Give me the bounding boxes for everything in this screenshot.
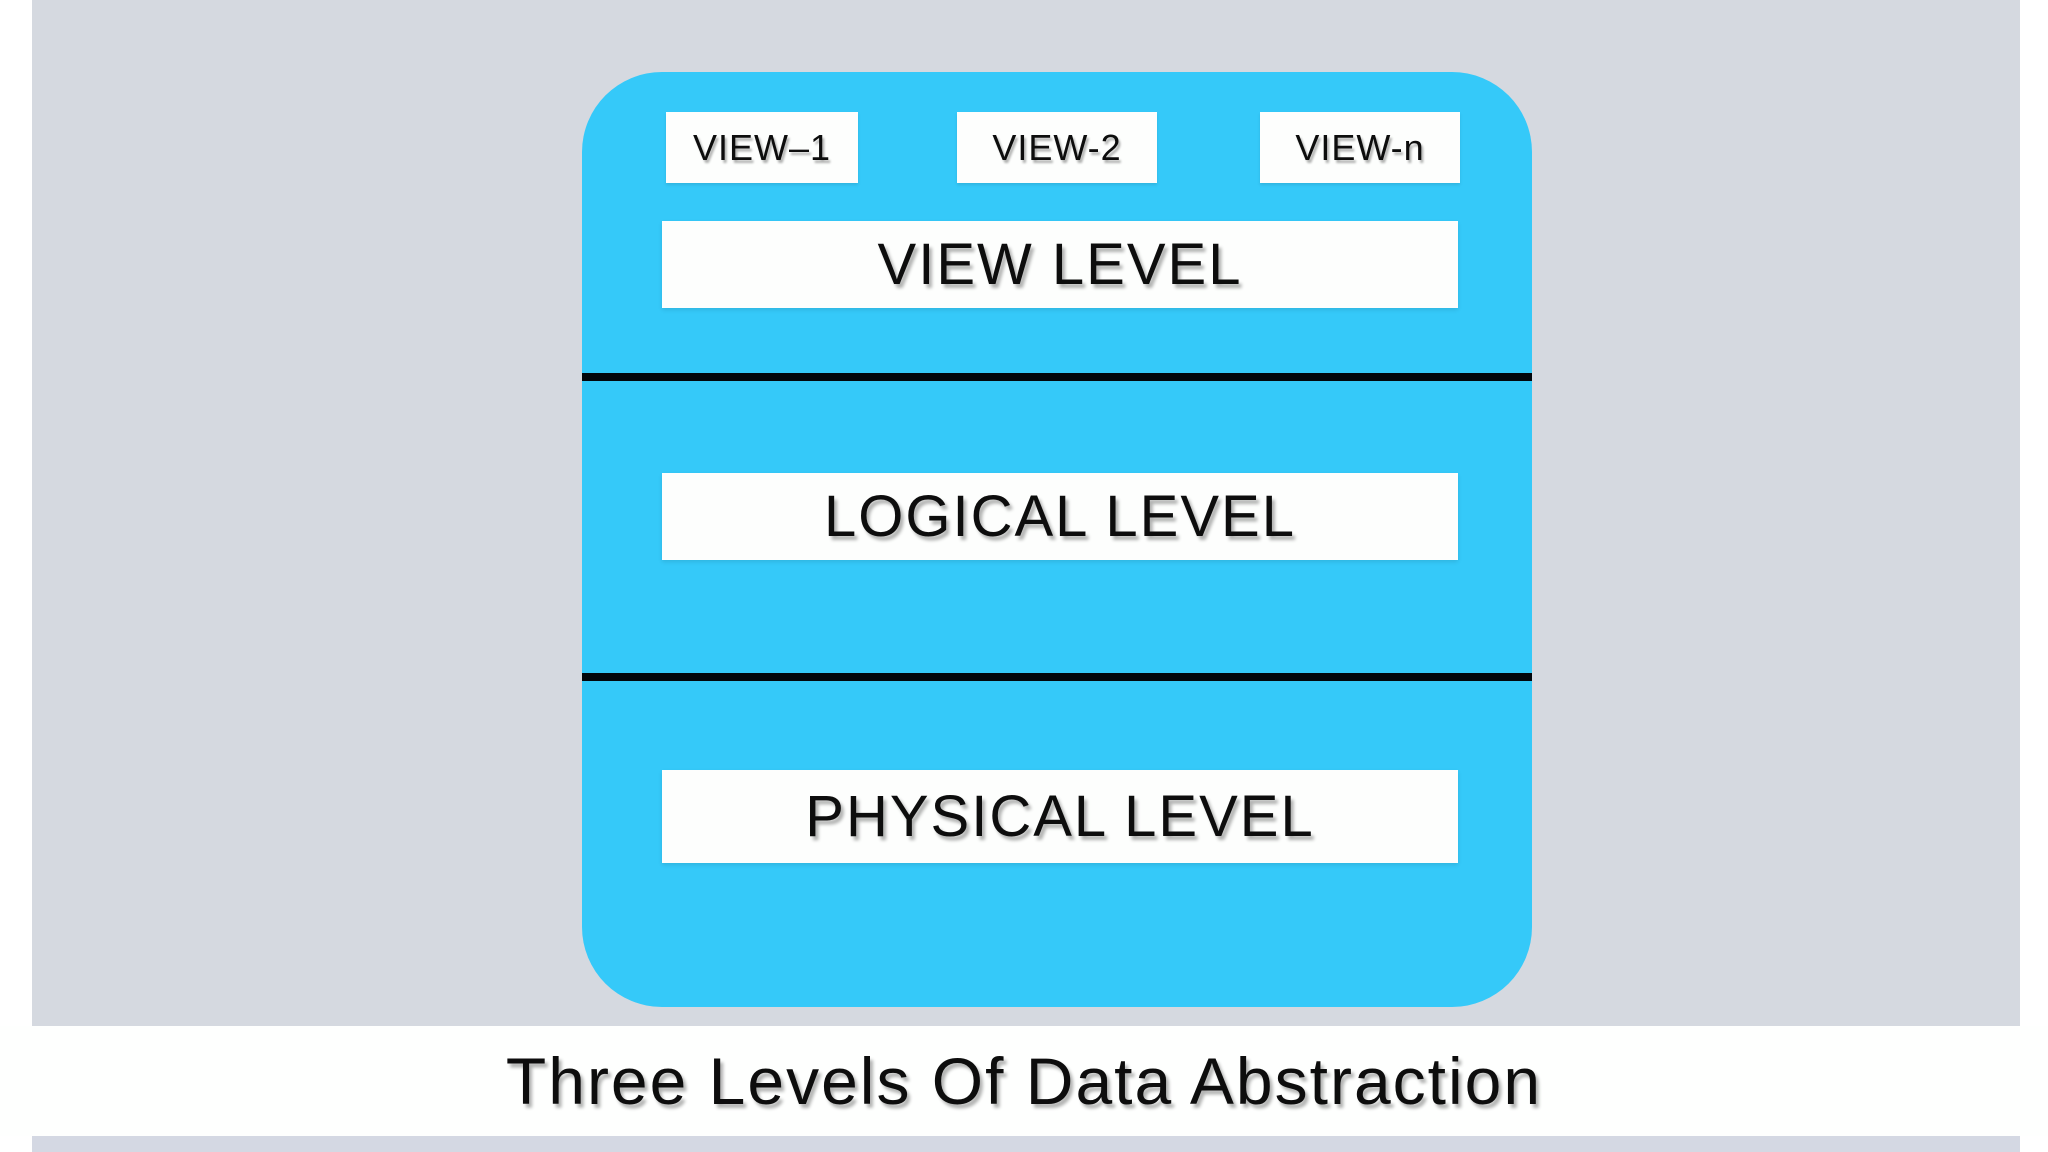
view-n-box: VIEW-n [1260,112,1460,183]
page-title: Three Levels Of Data Abstraction [505,1044,1543,1118]
bottom-strip [32,1136,2020,1152]
physical-level-box: PHYSICAL LEVEL [662,770,1458,863]
view-level-box: VIEW LEVEL [662,221,1458,308]
view-1-label: VIEW–1 [692,126,832,168]
title-band: Three Levels Of Data Abstraction [0,1026,2048,1136]
logical-level-box: LOGICAL LEVEL [662,473,1458,560]
view-level-label: VIEW LEVEL [877,232,1243,297]
view-1-box: VIEW–1 [666,112,858,183]
physical-level-label: PHYSICAL LEVEL [805,784,1315,849]
data-abstraction-panel: VIEW–1 VIEW-2 VIEW-n VIEW LEVEL LOGICAL … [582,72,1532,1007]
divider-view-logical [582,373,1532,381]
view-n-label: VIEW-n [1295,126,1425,168]
divider-logical-physical [582,673,1532,681]
view-2-box: VIEW-2 [957,112,1157,183]
logical-level-label: LOGICAL LEVEL [824,484,1296,549]
view-2-label: VIEW-2 [992,126,1122,168]
